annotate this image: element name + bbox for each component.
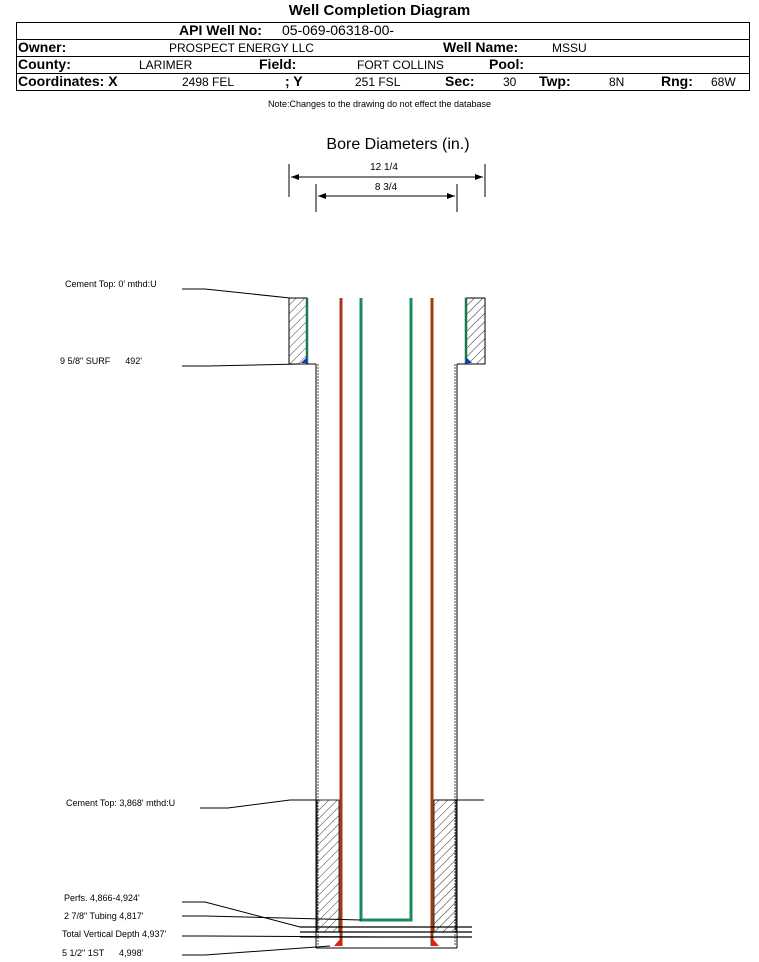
well-name-label: Well Name: — [443, 39, 519, 55]
surface-cement-right — [465, 297, 486, 365]
coord-y-value: 251 FSL — [355, 75, 401, 89]
inner-bore-value: 8 3/4 — [375, 182, 398, 193]
coord-x-label: Coordinates: X — [18, 73, 118, 89]
rng-value: 68W — [711, 75, 736, 89]
well-header-table: API Well No: 05-069-06318-00- Owner: PRO… — [16, 22, 750, 91]
county-label: County: — [18, 56, 71, 72]
coordinates-row: Coordinates: X 2498 FEL ; Y 251 FSL Sec:… — [16, 73, 750, 91]
field-value: FORT COLLINS — [357, 58, 444, 72]
production-cement-left — [316, 799, 340, 933]
cement-top-surface-label: Cement Top: 0' mthd:U — [65, 279, 157, 289]
county-row: County: LARIMER Field: FORT COLLINS Pool… — [16, 56, 750, 74]
production-cement-right — [433, 799, 457, 933]
database-note: Note:Changes to the drawing do not effec… — [268, 99, 491, 109]
twp-value: 8N — [609, 75, 625, 89]
field-label: Field: — [259, 56, 297, 72]
production-shoe-left — [334, 938, 341, 946]
surface-cement-left — [288, 297, 308, 365]
owner-value: PROSPECT ENERGY LLC — [169, 41, 314, 55]
api-label: API Well No: — [179, 22, 262, 38]
outer-bore-dimension: 12 1/4 — [288, 162, 486, 197]
county-value: LARIMER — [139, 58, 193, 72]
sec-value: 30 — [503, 75, 517, 89]
diagram-title: Well Completion Diagram — [288, 2, 471, 19]
rng-label: Rng: — [661, 73, 693, 89]
tvd-label: Total Vertical Depth 4,937' — [62, 929, 167, 939]
bore-diameters-title: Bore Diameters (in.) — [326, 136, 469, 153]
production-casing-label: 5 1/2" 1ST 4,998' — [62, 948, 144, 958]
cement-top-production-label: Cement Top: 3,868' mthd:U — [66, 798, 175, 808]
api-value: 05-069-06318-00- — [282, 22, 395, 38]
coord-y-label: ; Y — [285, 73, 303, 89]
perfs-label: Perfs. 4,866-4,924' — [64, 893, 140, 903]
tubing-string — [359, 298, 413, 922]
outer-bore-value: 12 1/4 — [370, 162, 398, 173]
surface-casing-label: 9 5/8" SURF 492' — [60, 356, 142, 366]
inner-bore-dimension: 8 3/4 — [315, 182, 458, 212]
leader-lines — [182, 288, 387, 956]
well-name-value: MSSU — [552, 41, 587, 55]
pool-label: Pool: — [489, 56, 524, 72]
coord-x-value: 2498 FEL — [182, 75, 235, 89]
twp-label: Twp: — [539, 73, 571, 89]
sec-label: Sec: — [445, 73, 475, 89]
owner-label: Owner: — [18, 39, 67, 55]
owner-row: Owner: PROSPECT ENERGY LLC Well Name: MS… — [16, 39, 750, 57]
surface-shoe-right — [466, 357, 472, 363]
surface-hole — [288, 297, 486, 365]
tubing-label: 2 7/8" Tubing 4,817' — [64, 911, 144, 921]
production-shoe-right — [432, 938, 439, 946]
surface-shoe-left — [301, 357, 307, 363]
